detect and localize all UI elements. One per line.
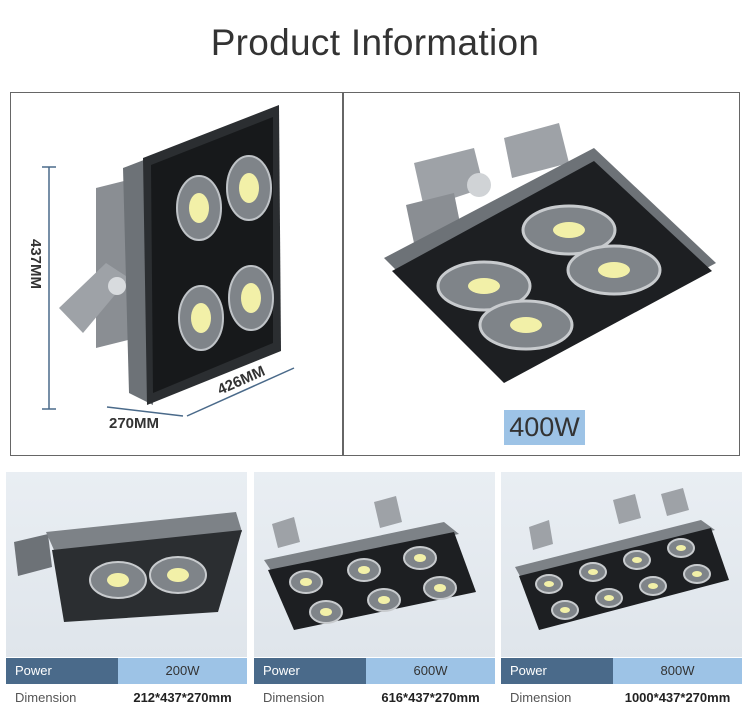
power-label: Power xyxy=(254,658,366,684)
power-label: Power xyxy=(6,658,118,684)
dimension-value: 212*437*270mm xyxy=(133,690,232,705)
main-wattage-badge: 400W xyxy=(504,410,585,445)
page-title: Product Information xyxy=(210,22,540,63)
dimension-row: Dimension 212*437*270mm xyxy=(6,685,247,711)
variant-card-600w: Power 600W Dimension 616*437*270mm xyxy=(254,472,495,722)
power-value: 800W xyxy=(613,658,742,684)
main-product-panel: 400W xyxy=(343,92,740,456)
dimension-drawing-panel: 437MM 270MM 426MM xyxy=(10,92,343,456)
height-dimension-label: 437MM xyxy=(27,239,44,290)
power-value: 600W xyxy=(366,658,495,684)
dimension-value: 616*437*270mm xyxy=(381,690,480,705)
dimension-label: Dimension xyxy=(15,690,77,705)
floodlight-200w-image xyxy=(6,472,247,657)
power-label: Power xyxy=(501,658,613,684)
depth-dimension-label: 270MM xyxy=(109,415,160,432)
power-row: Power 200W xyxy=(6,658,247,684)
dimension-row: Dimension 1000*437*270mm xyxy=(501,685,742,711)
power-row: Power 600W xyxy=(254,658,495,684)
floodlight-side-view-image xyxy=(42,105,295,417)
floodlight-800w-image xyxy=(501,472,742,657)
power-row: Power 800W xyxy=(501,658,742,684)
floodlight-400w-image xyxy=(384,123,716,383)
dimension-row: Dimension 616*437*270mm xyxy=(254,685,495,711)
dimension-label: Dimension xyxy=(510,690,572,705)
variant-card-200w: Power 200W Dimension 212*437*270mm xyxy=(6,472,247,722)
floodlight-600w-image xyxy=(254,472,495,657)
dimension-value: 1000*437*270mm xyxy=(624,690,731,705)
power-value: 200W xyxy=(118,658,247,684)
dimension-label: Dimension xyxy=(263,690,325,705)
variant-card-800w: Power 800W Dimension 1000*437*270mm xyxy=(501,472,742,722)
